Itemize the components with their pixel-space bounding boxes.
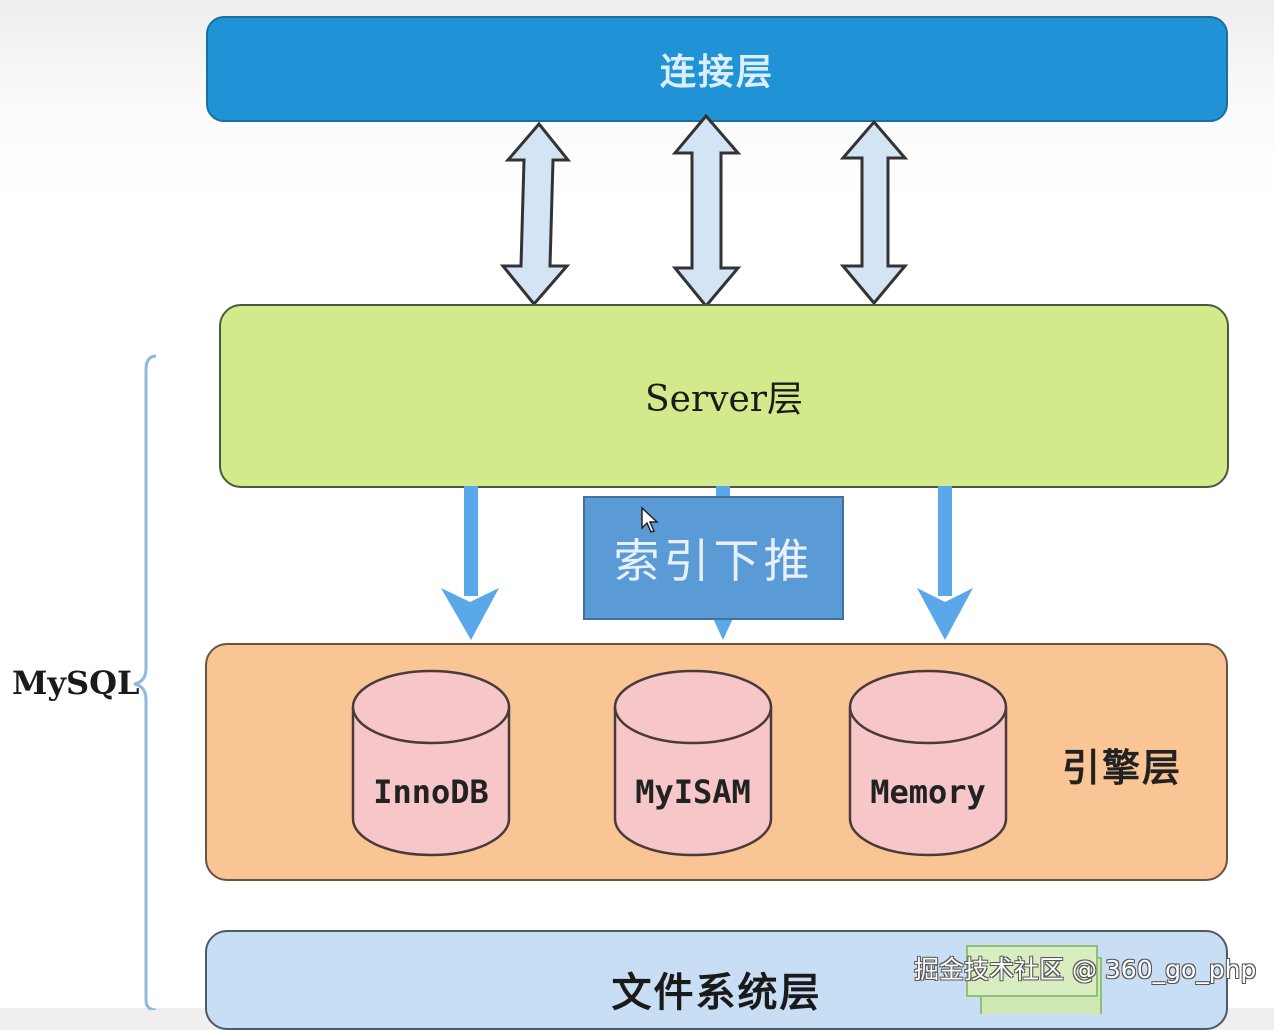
connection-server-arrows [499,113,909,309]
connection-layer: 连接层 [206,16,1228,122]
cylinder-icon [351,669,511,857]
down-arrow-1 [441,486,499,640]
double-arrow-1 [499,121,572,307]
server-layer-label: Server层 [644,379,804,420]
mysql-label: MySQL [12,664,140,702]
engine-memory: Memory [848,669,1008,857]
engine-layer: InnoDB MyISAM Memory 引擎层 [205,643,1228,881]
cylinder-icon [848,669,1008,857]
index-pushdown-callout: 索引下推 [583,496,844,620]
engine-memory-label: Memory [870,773,986,811]
engine-innodb: InnoDB [351,669,511,857]
engine-myisam-label: MyISAM [635,773,751,811]
server-layer: Server层 [219,304,1229,488]
watermark: 掘金技术社区 @ 360_go_php [914,955,1257,984]
mysql-brace [133,354,157,1010]
double-arrow-2 [671,113,742,309]
down-arrow-3 [917,486,973,640]
engine-layer-label: 引擎层 [1061,746,1182,790]
mouse-cursor-icon [641,506,659,533]
connection-layer-label: 连接层 [659,52,774,93]
cylinder-icon [613,669,773,857]
filesystem-layer-label: 文件系统层 [611,970,822,1016]
engine-innodb-label: InnoDB [373,773,489,811]
double-arrow-3 [839,119,909,306]
engine-myisam: MyISAM [613,669,773,857]
document-stack-icon [966,945,1102,1014]
index-pushdown-label: 索引下推 [613,534,814,588]
